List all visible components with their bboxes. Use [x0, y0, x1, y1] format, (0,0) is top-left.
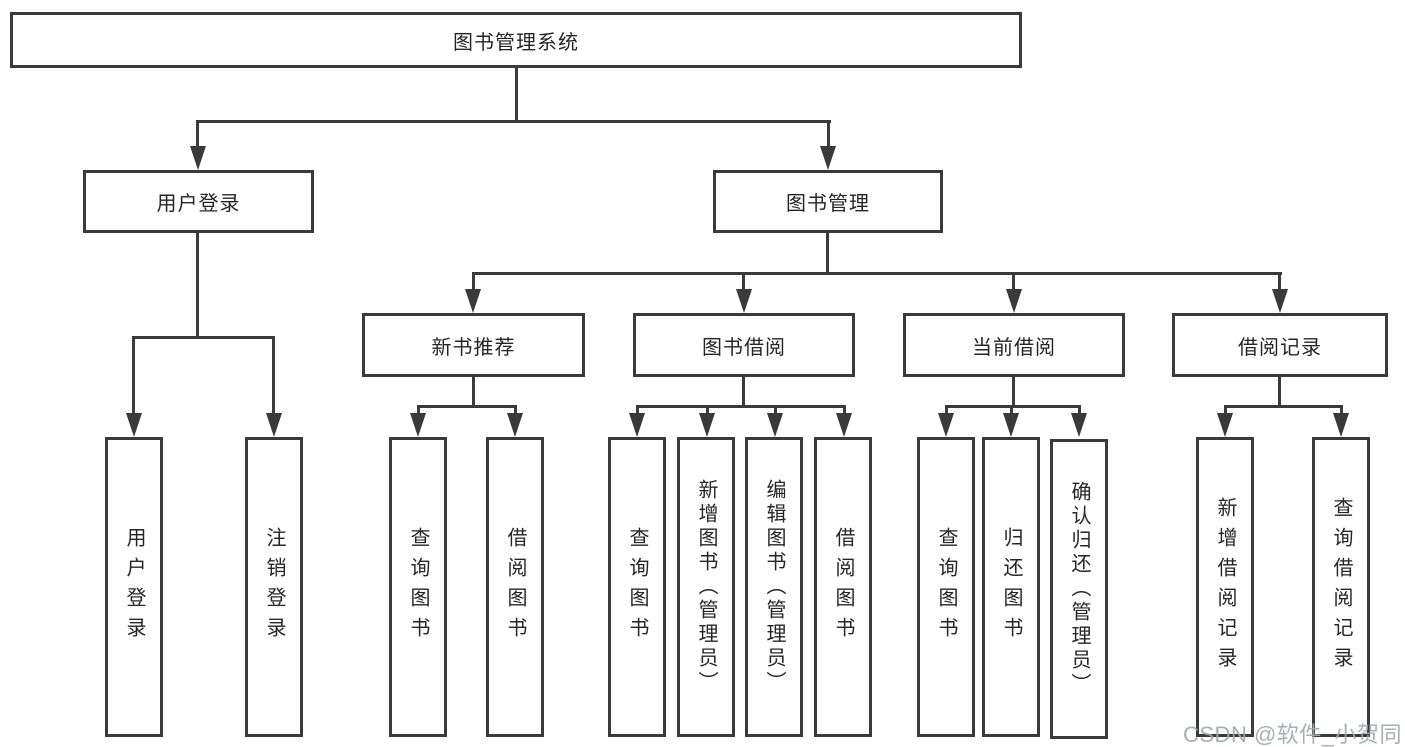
- arrowhead-new-books: [465, 289, 481, 313]
- connector-root-rail: [196, 120, 831, 123]
- arrowhead-groupB-3: [767, 413, 783, 437]
- connector-userlogin-rail: [132, 336, 275, 339]
- connector-drop-new-books: [472, 272, 475, 294]
- connector-root-stub: [515, 68, 518, 123]
- connector-drop-login: [132, 336, 135, 418]
- csdn-watermark: CSDN @软件_小贺同学: [1183, 722, 1403, 747]
- arrowhead-groupC-3: [1071, 413, 1087, 437]
- arrowhead-groupD-1: [1217, 413, 1233, 437]
- arrowhead-book-mgmt: [820, 146, 836, 170]
- leaf-return-books: 归还图书: [982, 437, 1040, 737]
- connector-drop-logout: [272, 336, 275, 418]
- connector-groupA-rail: [417, 405, 517, 408]
- node-book-management: 图书管理: [713, 170, 943, 233]
- leaf-query-borrow-record: 查询借阅记录: [1312, 437, 1370, 737]
- node-book-borrowing: 图书借阅: [633, 313, 855, 377]
- leaf-confirm-return-admin: 确认归还（管理员）: [1050, 439, 1108, 739]
- leaf-query-books-borrowing: 查询图书: [608, 437, 666, 737]
- leaf-edit-books-admin: 编辑图书（管理员）: [745, 437, 803, 737]
- leaf-logout: 注销登录: [245, 437, 303, 737]
- connector-drop-borrow-records: [1278, 272, 1281, 294]
- connector-bookmgmt-rail: [472, 272, 1282, 275]
- arrowhead-current-borrow: [1006, 289, 1022, 313]
- node-current-borrowing: 当前借阅: [903, 313, 1125, 377]
- connector-groupB-rail: [636, 405, 845, 408]
- arrowhead-user-login: [190, 146, 206, 170]
- arrowhead-groupD-2: [1333, 413, 1349, 437]
- node-new-book-recommend: 新书推荐: [362, 313, 585, 377]
- connector-groupC-stub: [1012, 377, 1015, 408]
- leaf-query-books-current: 查询图书: [917, 437, 975, 737]
- arrowhead-groupA-2: [507, 413, 523, 437]
- arrowhead-groupA-1: [410, 413, 426, 437]
- arrowhead-borrow-records: [1272, 289, 1288, 313]
- connector-groupD-stub: [1278, 377, 1281, 408]
- connector-drop-user-login: [196, 120, 199, 152]
- leaf-query-books-recommend: 查询图书: [389, 437, 447, 737]
- arrowhead-groupB-2: [699, 413, 715, 437]
- node-borrow-records: 借阅记录: [1172, 313, 1388, 377]
- leaf-user-login: 用户登录: [105, 437, 163, 737]
- connector-bookmgmt-stub: [826, 233, 829, 275]
- leaf-borrow-books-recommend: 借阅图书: [486, 437, 544, 737]
- leaf-add-borrow-record: 新增借阅记录: [1196, 437, 1254, 737]
- leaf-borrow-books: 借阅图书: [814, 437, 872, 737]
- arrowhead-groupB-4: [836, 413, 852, 437]
- arrowhead-groupB-1: [629, 413, 645, 437]
- connector-groupB-stub: [742, 377, 745, 408]
- arrowhead-groupC-2: [1003, 413, 1019, 437]
- connector-groupA-stub: [472, 377, 475, 408]
- connector-groupD-rail: [1224, 405, 1342, 408]
- arrowhead-login: [126, 413, 142, 437]
- connector-drop-book-mgmt: [827, 120, 830, 152]
- arrowhead-logout: [266, 413, 282, 437]
- node-library-system: 图书管理系统: [10, 12, 1022, 68]
- leaf-add-books-admin: 新增图书（管理员）: [677, 437, 735, 737]
- connector-userlogin-stub: [196, 233, 199, 339]
- node-user-login: 用户登录: [83, 170, 314, 233]
- connector-drop-current-borrow: [1012, 272, 1015, 294]
- arrowhead-book-borrow: [736, 289, 752, 313]
- arrowhead-groupC-1: [938, 413, 954, 437]
- connector-drop-book-borrow: [742, 272, 745, 294]
